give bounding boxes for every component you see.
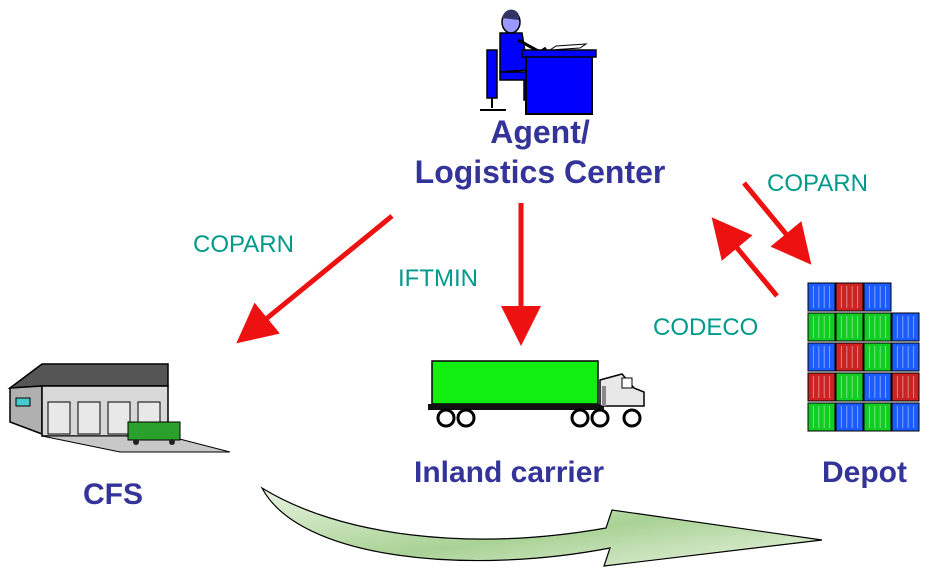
iftmin-message-label: IFTMIN — [398, 265, 478, 292]
warehouse-icon — [7, 363, 231, 453]
container-block — [807, 312, 836, 342]
container-block — [807, 342, 836, 372]
arrow-agent-to-depot — [742, 181, 812, 265]
container-stack-icon — [807, 282, 920, 432]
coparn-cfs-message-label: COPARN — [193, 231, 294, 258]
depot-label: Depot — [822, 456, 907, 489]
truck-icon — [428, 360, 645, 428]
container-block — [835, 312, 864, 342]
container-block — [891, 372, 920, 402]
container-block — [835, 282, 864, 312]
container-block — [891, 312, 920, 342]
arrow-depot-to-agent — [711, 217, 779, 298]
container-block — [835, 342, 864, 372]
cfs-label: CFS — [83, 478, 143, 511]
container-block — [891, 402, 920, 432]
coparn-depot-message-label: COPARN — [767, 170, 868, 197]
container-block — [891, 342, 920, 372]
codeco-message-label: CODECO — [653, 314, 759, 341]
container-block — [863, 342, 892, 372]
container-block — [863, 282, 892, 312]
person-at-desk-icon — [480, 9, 597, 115]
container-block — [835, 402, 864, 432]
container-block — [807, 372, 836, 402]
container-block — [835, 372, 864, 402]
arrow-agent-to-cfs — [236, 214, 394, 344]
container-block — [863, 372, 892, 402]
container-block — [863, 312, 892, 342]
container-block — [807, 402, 836, 432]
agent-label-line2: Logistics Center — [414, 154, 666, 190]
flow-arrow-cfs-to-depot — [260, 486, 823, 567]
container-block — [863, 402, 892, 432]
container-block — [807, 282, 836, 312]
agent-label-line1: Agent/ — [490, 114, 590, 150]
inland-carrier-label: Inland carrier — [414, 456, 605, 489]
agent-logistics-center-label: Agent/ Logistics Center — [330, 112, 750, 192]
